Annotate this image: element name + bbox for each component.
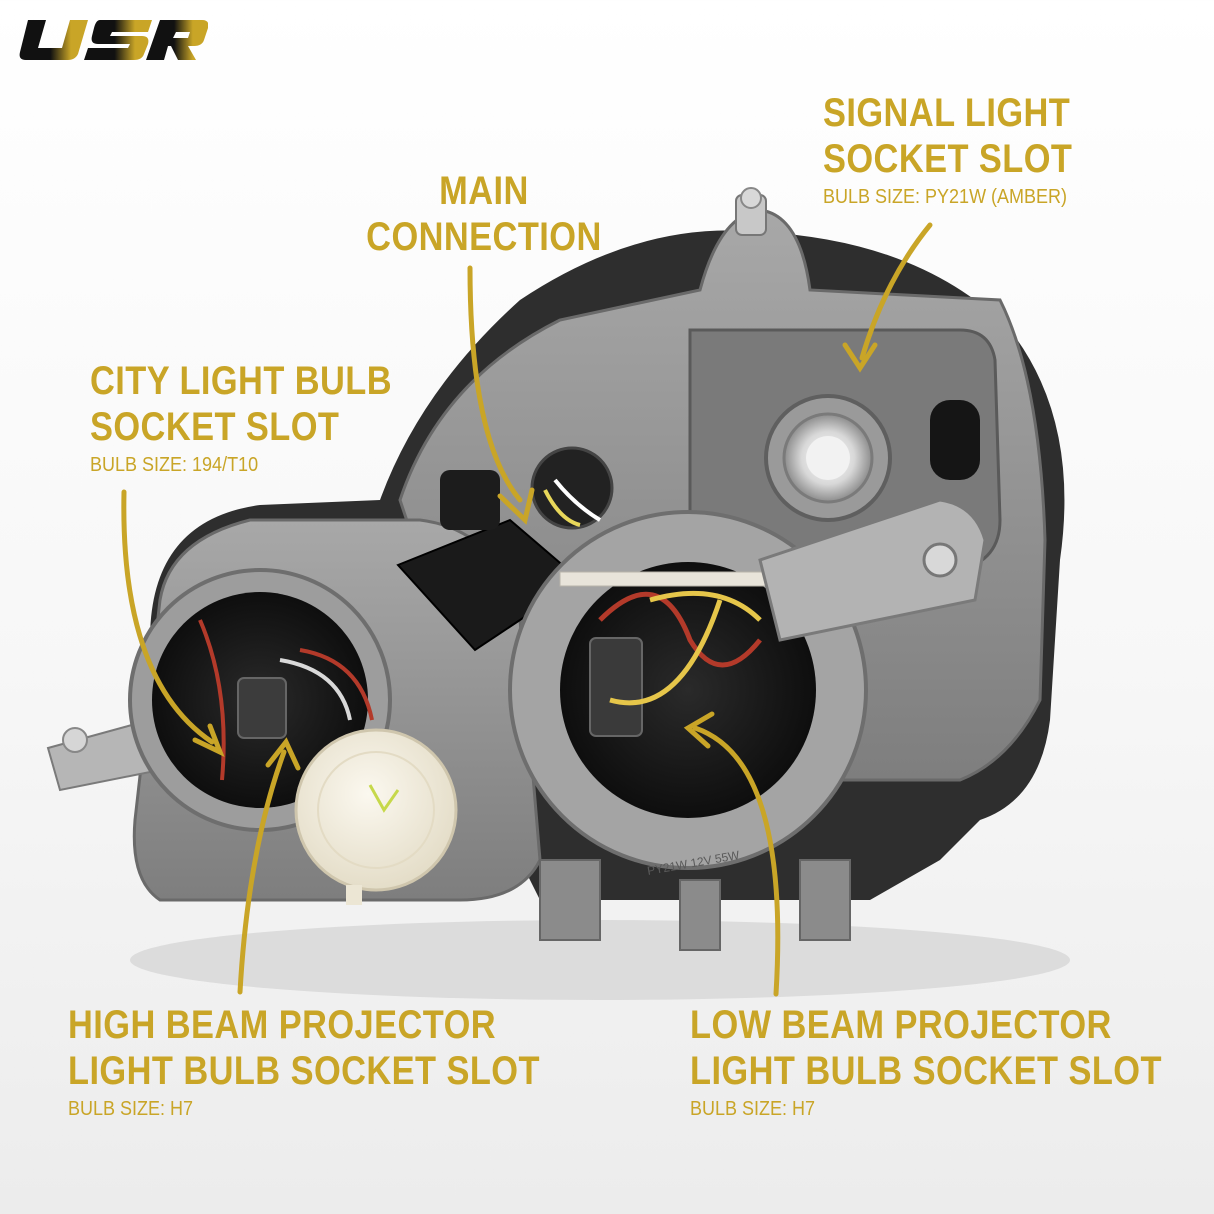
- callout-signal-sub: BULB SIZE: PY21W (AMBER): [823, 186, 1068, 208]
- callout-low-sub: BULB SIZE: H7: [690, 1098, 816, 1120]
- foot-left: [539, 859, 601, 941]
- callout-city: CITY LIGHT BULB SOCKET SLOT BULB SIZE: 1…: [90, 358, 441, 478]
- callout-signal-line2: SOCKET SLOT: [823, 137, 1073, 181]
- callout-city-line2: SOCKET SLOT: [90, 405, 340, 449]
- arrow-high: [237, 749, 287, 995]
- callout-city-sub: BULB SIZE: 194/T10: [90, 454, 259, 476]
- arrow-city: [121, 489, 215, 745]
- callout-main: MAIN CONNECTION: [347, 168, 621, 260]
- arrow-signal: [859, 222, 933, 361]
- high-beam-connector: [237, 677, 287, 739]
- callout-city-line1: CITY LIGHT BULB: [90, 359, 393, 403]
- dust-cap: [294, 728, 458, 905]
- main-connector: [396, 446, 614, 652]
- callout-arrows: [121, 222, 933, 997]
- callout-main-line1: MAIN: [439, 169, 529, 213]
- arrow-main: [467, 265, 523, 503]
- callout-signal-line1: SIGNAL LIGHT: [823, 91, 1071, 135]
- callout-main-line2: CONNECTION: [366, 215, 602, 259]
- usr-logo: [19, 20, 208, 60]
- callout-signal: SIGNAL LIGHT SOCKET SLOT BULB SIZE: PY21…: [823, 90, 1113, 210]
- callout-high-sub: BULB SIZE: H7: [68, 1098, 194, 1120]
- callout-low: LOW BEAM PROJECTOR LIGHT BULB SOCKET SLO…: [690, 1002, 1214, 1122]
- foot-mid: [679, 879, 721, 951]
- callout-high: HIGH BEAM PROJECTOR LIGHT BULB SOCKET SL…: [68, 1002, 617, 1122]
- callout-high-line2: LIGHT BULB SOCKET SLOT: [68, 1049, 540, 1093]
- callout-high-line1: HIGH BEAM PROJECTOR: [68, 1003, 497, 1047]
- adjuster-arm: [758, 498, 987, 642]
- low-beam-connector: [589, 637, 643, 737]
- callout-low-line2: LIGHT BULB SOCKET SLOT: [690, 1049, 1162, 1093]
- low-beam-bowl: [560, 562, 816, 818]
- rubber-plug: [930, 400, 980, 480]
- callout-low-line1: LOW BEAM PROJECTOR: [690, 1003, 1112, 1047]
- foot-right: [799, 859, 851, 941]
- arrow-low: [692, 725, 781, 997]
